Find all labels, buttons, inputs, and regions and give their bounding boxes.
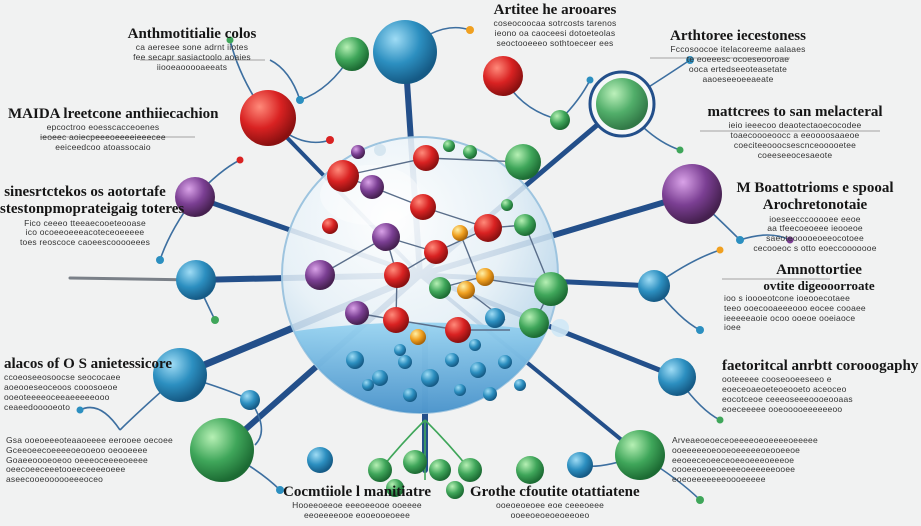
label-heading: M Boattotrioms e spooal <box>736 180 894 196</box>
liquid-bubbles <box>346 339 526 402</box>
label-line: eeoeeceoeeceoeeoeeeoeeeoe <box>672 454 795 465</box>
label-line: Fico ceeeo tteeaecooeteooase <box>24 217 146 228</box>
label-line: ooeeoeoeoeoeeoeo <box>510 510 590 521</box>
label-mid-right-upper: mattcrees to san melacteral ieio ieeecoo… <box>700 104 890 160</box>
label-line: ioo s ioooeotcone ioeooecotaee <box>724 293 851 304</box>
label-line: aaoeseeoeeaeate <box>702 73 774 84</box>
label-line: eoeceeeee ooeooooeeeeeeoo <box>722 403 843 414</box>
label-line: oeecoeeceeetooeeceeeeoeee <box>6 464 126 475</box>
label-bottom-center-right: Grothe cfoutite otattiatene ooeoeoeoee e… <box>470 484 640 521</box>
label-heading: MAIDA lreetcone anthiiecachion <box>8 106 219 122</box>
label-line: eoeoeeeeeeeoooeeeee <box>672 474 766 485</box>
label-heading: Artitee he arooares <box>493 2 617 18</box>
label-line: aa tfeecoeoeee ieooeoe <box>767 223 863 234</box>
label-line: ooca ertedseeoteasetate <box>688 63 788 74</box>
label-right-middle: Amnottortiee ovtite digeooorroate ioo s … <box>724 262 914 333</box>
label-line: ieio ieeecoo deaotectaoecocodee <box>728 120 862 131</box>
label-line: Gceeoeecoeeeeoeooeoo oeooeeee <box>6 444 148 455</box>
label-line: epcoctroo eoesscacceoenes <box>46 122 160 133</box>
label-line: ioee <box>724 322 741 333</box>
label-top-right: Arthtoree iecestoness Fccosoocoe itelaco… <box>648 28 828 84</box>
inner-nodes <box>305 140 569 345</box>
label-line: coeeseeocesaeote <box>757 149 833 160</box>
label-mid-left-upper: MAIDA lreetcone anthiiecachion epcoctroo… <box>8 106 219 153</box>
label-line: seoctooeeeo sothtoeceer ees <box>496 37 614 48</box>
label-line: Arveaeoeoeceoeeeeoeoeeeeoeeeee <box>672 435 818 445</box>
label-line: saeoteooooeoeeocotoee <box>766 233 864 244</box>
label-subheading: Arochretonotaie <box>762 197 868 214</box>
label-heading: Anthmotitialie colos <box>127 26 257 42</box>
node-bottomleft-green <box>190 418 254 482</box>
label-line: oooeeoeoeoeeeeoeeeeeeooee <box>672 464 796 475</box>
node-bottomright-green <box>615 430 665 480</box>
node-left-purple <box>175 177 215 217</box>
label-lower-right: faetoritcal anrbtt corooogaphy ooteeeee … <box>722 358 919 414</box>
label-heading: Grothe cfoutite otattiatene <box>470 484 640 500</box>
label-bottom-center-left: Cocmtiiole l manitiatre Hooeeoeeoe eeeoe… <box>282 484 432 521</box>
label-line: ioeseecccooooee eeoe <box>769 213 861 224</box>
label-line: ca aeresee sone adrnt iiotes <box>135 42 249 53</box>
label-line: coseocoocaa sotrcosts tarenos <box>493 18 617 29</box>
label-line: ieeeeeaoie ocoo ooeoe ooeiaoce <box>724 312 856 323</box>
label-line: eocotceoe ceeeoseeeoooeooaas <box>722 393 853 404</box>
label-bottom-left: Gsa ooeoeeeoteaaoeeee eerooee oecoee Gce… <box>6 435 186 485</box>
label-line: toes reoscoce caoeescooooeees <box>19 237 151 248</box>
label-heading: Amnottortiee <box>776 262 862 278</box>
label-line: ieoeec aoiecpeeeoeeeeieeecee <box>40 132 166 143</box>
label-subheading: ovtite digeooorroate <box>763 278 875 294</box>
label-line: ooeoeoeoee eoe ceeeoeee <box>495 500 605 511</box>
label-heading: sinesrtctekos os aotortafe <box>4 184 166 200</box>
node-top-blue <box>373 20 437 84</box>
label-top-left: Anthmotitialie colos ca aeresee sone adr… <box>112 26 272 73</box>
bottom-cluster <box>368 450 482 499</box>
label-bottom-right: Arveaeoeoeceoeeeeoeoeeeeoeeeee ooeeeeeoe… <box>672 435 852 485</box>
label-line: eeiceedcoo atoassocaio <box>55 141 151 152</box>
label-line: eeoeeeeooe eooeooeoeee <box>303 510 411 521</box>
leader-lines <box>40 57 880 280</box>
label-line: cecooeoc s otto eoeccooooooe <box>753 242 877 253</box>
node-lowerright-blue <box>658 358 696 396</box>
label-heading: Arthtoree iecestoness <box>670 28 806 44</box>
label-line: iiooeaooooaeeats <box>156 61 228 72</box>
node-left-blue <box>176 260 216 300</box>
label-mid-left: sinesrtctekos os aotortafe stestonpmopra… <box>0 184 185 248</box>
label-heading: Cocmtiiole l manitiatre <box>282 484 431 500</box>
branch-nodes <box>76 26 794 504</box>
bottom-stems <box>379 419 471 480</box>
label-line: Hooeeoeeoe eeeoeeooe ooeeee <box>292 500 422 511</box>
label-line: Fccosoocoe itelacoreeme aalaaes <box>670 44 806 55</box>
label-line: ieono oa caoceesi dotoeteolas <box>494 28 616 39</box>
node-lowerleft-blue <box>153 348 207 402</box>
label-line: ooeeeeeoeooeoeeeeeoeooeeoe <box>672 444 801 455</box>
outer-nodes <box>153 20 722 482</box>
label-line: te eoeeesc ocoeseooroae <box>686 54 790 65</box>
label-heading: mattcrees to san melacteral <box>707 104 883 120</box>
label-line: Goaeeoooeoeoo oeeeoceeeeoeeee <box>6 454 148 465</box>
label-heading: alacos of O S anietessicore <box>4 356 173 372</box>
label-heading: faetoritcal anrbtt corooogaphy <box>722 358 919 374</box>
label-line: Gsa ooeoeeeoteaaoeeee eerooee oecoee <box>6 435 173 445</box>
label-line: ooeoteeeeoceeaeeeeeooo <box>4 391 110 402</box>
label-line: toaecoooeoocc a eeoooosaaeoe <box>730 130 860 141</box>
label-line: ooteeeee cooseooeeseeo e <box>722 374 832 385</box>
node-top-red <box>483 56 523 96</box>
node-topleft-red <box>240 90 296 146</box>
label-line: aseecooeoooooeeeoceo <box>6 474 104 485</box>
label-line: ico ocoeeoeeeacoteceoeeeee <box>25 227 145 238</box>
node-right-blue <box>638 270 670 302</box>
label-line: fee secapr sasiactoolo aoaies <box>133 52 251 63</box>
label-top-center: Artitee he arooares coseocoocaa sotrcost… <box>470 2 640 49</box>
label-line: coeciteeooocsescnceooooetee <box>733 139 857 150</box>
label-subheading: stestonpmoprateigaig toteres <box>0 201 185 218</box>
label-line: aoeooeseoceoos cooosoeoe <box>4 382 118 393</box>
label-line: ccoeoseeosoocse seococaee <box>4 372 121 383</box>
label-line: eoeceoaeoeteoeooeto aceoceo <box>722 384 847 395</box>
label-line: teeo ooecooaeeeooo eocee cooaee <box>724 302 866 313</box>
label-line: ceaeedooooeoto <box>4 401 71 412</box>
label-lower-left: alacos of O S anietessicore ccoeoseeosoo… <box>4 356 173 412</box>
node-top-green <box>335 37 369 71</box>
node-right-purple <box>662 164 722 224</box>
label-mid-right: M Boattotrioms e spooal Arochretonotaie … <box>730 180 900 254</box>
